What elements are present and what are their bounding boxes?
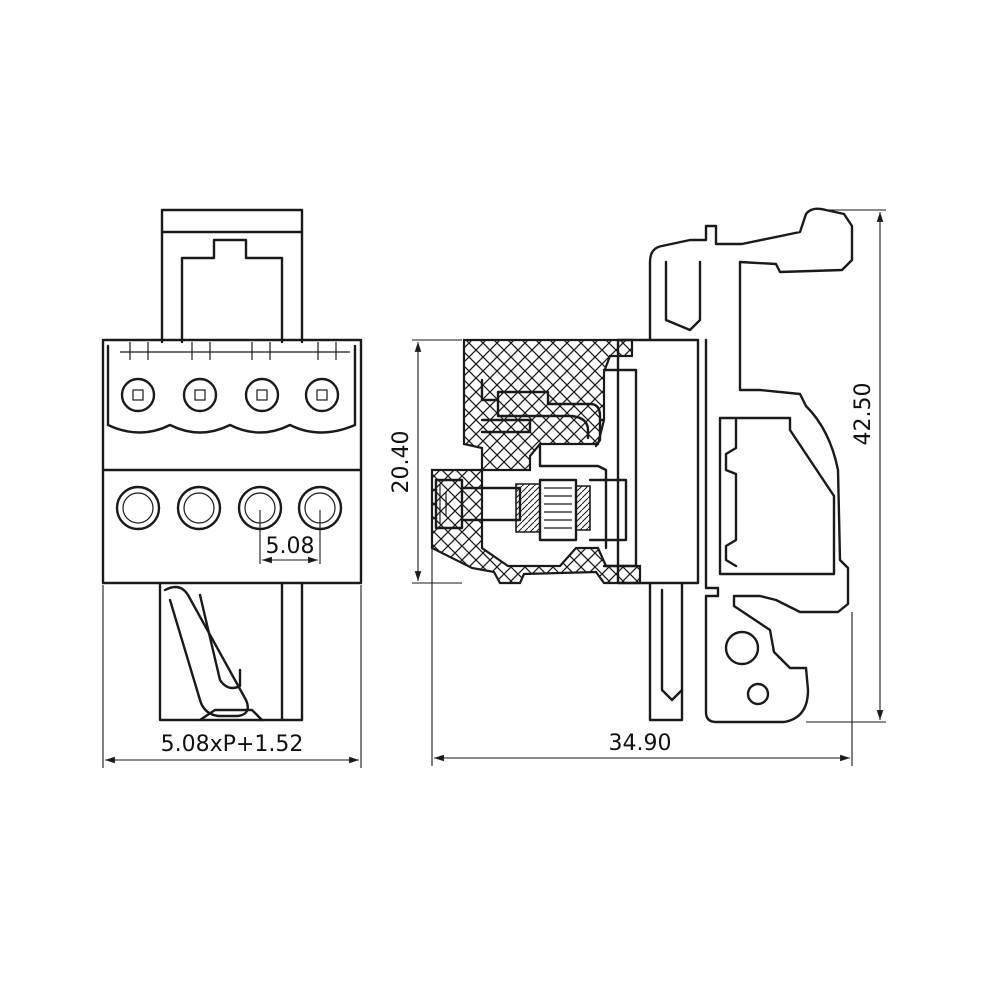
length-label: 34.90 xyxy=(609,731,672,756)
width-label: 5.08xP+1.52 xyxy=(161,732,304,757)
side-view: 20.40 34.90 42.50 xyxy=(389,207,886,766)
width-dimension: 5.08xP+1.52 xyxy=(102,585,362,768)
rail-hole-large xyxy=(724,630,760,666)
wire-entry-1 xyxy=(115,485,161,531)
screw-4 xyxy=(304,377,340,413)
wire-entries xyxy=(115,485,343,531)
screw-3 xyxy=(244,377,280,413)
body-height-dimension: 20.40 xyxy=(389,339,462,584)
wire-entry-2 xyxy=(176,485,222,531)
length-dimension: 34.90 xyxy=(431,548,853,766)
screw-2 xyxy=(182,377,218,413)
pitch-dimension: 5.08 xyxy=(259,510,321,564)
overall-height-dimension: 42.50 xyxy=(806,209,886,723)
top-latch xyxy=(160,208,304,344)
din-adapter xyxy=(648,207,854,724)
body-height-label: 20.40 xyxy=(389,431,414,494)
rail-hole-small xyxy=(746,682,770,706)
pitch-label: 5.08 xyxy=(266,534,315,559)
connector-section xyxy=(430,338,700,585)
overall-height-label: 42.50 xyxy=(851,383,876,446)
screw-1 xyxy=(120,377,156,413)
bottom-latch xyxy=(158,581,304,722)
front-view: 5.08 5.08xP+1.52 xyxy=(101,208,363,768)
screw-section xyxy=(106,342,357,434)
housing-body xyxy=(101,338,363,585)
